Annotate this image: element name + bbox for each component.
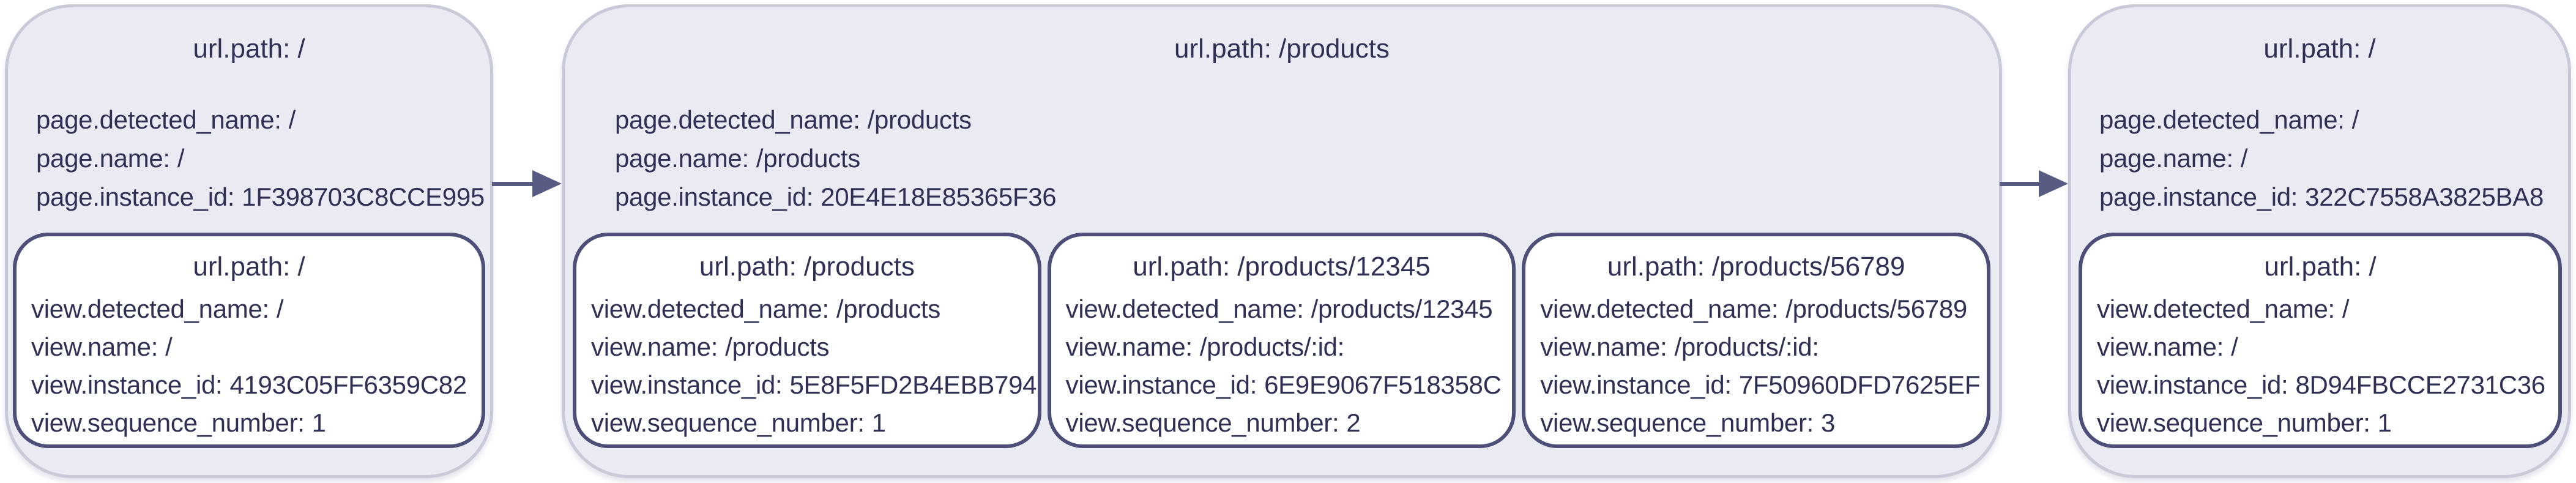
url-path-value: /products/56789 [1711,252,1905,282]
url-path-label: url.path: [1133,252,1230,282]
view-url-path: url.path:/products [576,251,1038,283]
view-attributes: view.detected_name:/ view.name:/ view.in… [2097,290,2558,442]
view-sequence-number-field: view.sequence_number:2 [1065,408,1361,437]
page-node-products: url.path:/products page.detected_name:/p… [562,4,2002,478]
page-name-field: page.name:/products [615,144,860,173]
view-instance-id-field: view.instance_id:4193C05FF6359C82 [31,370,467,399]
view-name-field: view.name:/ [31,332,173,361]
page-url-path: url.path:/ [2071,33,2568,65]
view-instance-id-field: view.instance_id:7F50960DFD7625EF [1540,370,1981,399]
view-name-field: view.name:/products [591,332,830,361]
view-detected-name-field: view.detected_name:/products/56789 [1540,294,1967,323]
url-path-label: url.path: [2264,252,2362,282]
url-path-value: /products [1279,34,1390,64]
view-name-field: view.name:/products/:id: [1065,332,1345,361]
view-node-root-2: url.path:/ view.detected_name:/ view.nam… [2079,233,2562,448]
view-attributes: view.detected_name:/products/56789 view.… [1540,290,1987,442]
url-path-value: / [297,252,305,282]
url-path-label: url.path: [2263,34,2361,64]
view-node-root-1: url.path:/ view.detected_name:/ view.nam… [13,233,485,448]
view-url-path: url.path:/products/56789 [1525,251,1987,283]
flow-arrow-icon [492,170,562,197]
page-attributes: page.detected_name:/ page.name:/ page.in… [2099,100,2568,216]
view-sequence-number-field: view.sequence_number:3 [1540,408,1836,437]
view-attributes: view.detected_name:/products/12345 view.… [1066,290,1513,442]
view-name-field: view.name:/products/:id: [1540,332,1819,361]
view-instance-id-field: view.instance_id:6E9E9067F518358C [1065,370,1502,399]
views-row: url.path:/ view.detected_name:/ view.nam… [2079,233,2562,448]
view-name-field: view.name:/ [2097,332,2238,361]
page-instance-id-field: page.instance_id:1F398703C8CCE995 [36,182,485,211]
page-name-field: page.name:/ [36,144,185,173]
arrow-line [2000,182,2042,186]
page-detected-name-field: page.detected_name:/ [2099,105,2359,134]
page-url-path: url.path:/ [8,33,490,65]
url-path-label: url.path: [1607,252,1705,282]
url-path-label: url.path: [699,252,797,282]
url-path-value: /products/12345 [1237,252,1431,282]
url-path-value: / [2369,252,2377,282]
page-detected-name-field: page.detected_name:/ [36,105,296,134]
flow-arrow-icon [2000,170,2068,197]
url-path-label: url.path: [193,252,291,282]
page-detected-name-field: page.detected_name:/products [615,105,972,134]
page-attributes: page.detected_name:/ page.name:/ page.in… [36,100,490,216]
view-sequence-number-field: view.sequence_number:1 [591,408,886,437]
view-node-products-12345: url.path:/products/12345 view.detected_n… [1047,233,1516,448]
arrow-line [492,182,536,186]
view-url-path: url.path:/ [2082,251,2558,283]
view-url-path: url.path:/ [17,251,482,283]
view-detected-name-field: view.detected_name:/ [2097,294,2350,323]
page-name-field: page.name:/ [2099,144,2248,173]
view-instance-id-field: view.instance_id:5E8F5FD2B4EBB794 [591,370,1037,399]
view-attributes: view.detected_name:/products view.name:/… [591,290,1038,442]
views-row: url.path:/products view.detected_name:/p… [573,233,1991,448]
views-row: url.path:/ view.detected_name:/ view.nam… [13,233,485,448]
url-path-label: url.path: [1174,34,1271,64]
view-detected-name-field: view.detected_name:/ [31,294,284,323]
url-path-value: / [297,34,305,64]
view-node-products: url.path:/products view.detected_name:/p… [573,233,1041,448]
view-sequence-number-field: view.sequence_number:1 [31,408,326,437]
page-instance-id-field: page.instance_id:322C7558A3825BA8 [2099,182,2544,211]
view-url-path: url.path:/products/12345 [1051,251,1513,283]
arrow-head [2039,170,2068,197]
page-attributes: page.detected_name:/products page.name:/… [615,100,1999,216]
page-node-root-1: url.path:/ page.detected_name:/ page.nam… [5,4,493,478]
url-path-value: /products [803,252,915,282]
view-attributes: view.detected_name:/ view.name:/ view.in… [31,290,482,442]
view-instance-id-field: view.instance_id:8D94FBCCE2731C36 [2097,370,2545,399]
url-path-value: / [2368,34,2376,64]
view-node-products-56789: url.path:/products/56789 view.detected_n… [1522,233,1991,448]
page-node-root-2: url.path:/ page.detected_name:/ page.nam… [2068,4,2571,478]
arrow-head [532,170,562,197]
view-sequence-number-field: view.sequence_number:1 [2097,408,2392,437]
page-instance-id-field: page.instance_id:20E4E18E85365F36 [615,182,1057,211]
page-url-path: url.path: /products [565,33,1999,65]
view-detected-name-field: view.detected_name:/products [591,294,940,323]
view-detected-name-field: view.detected_name:/products/12345 [1065,294,1493,323]
url-path-label: url.path: [193,34,291,64]
